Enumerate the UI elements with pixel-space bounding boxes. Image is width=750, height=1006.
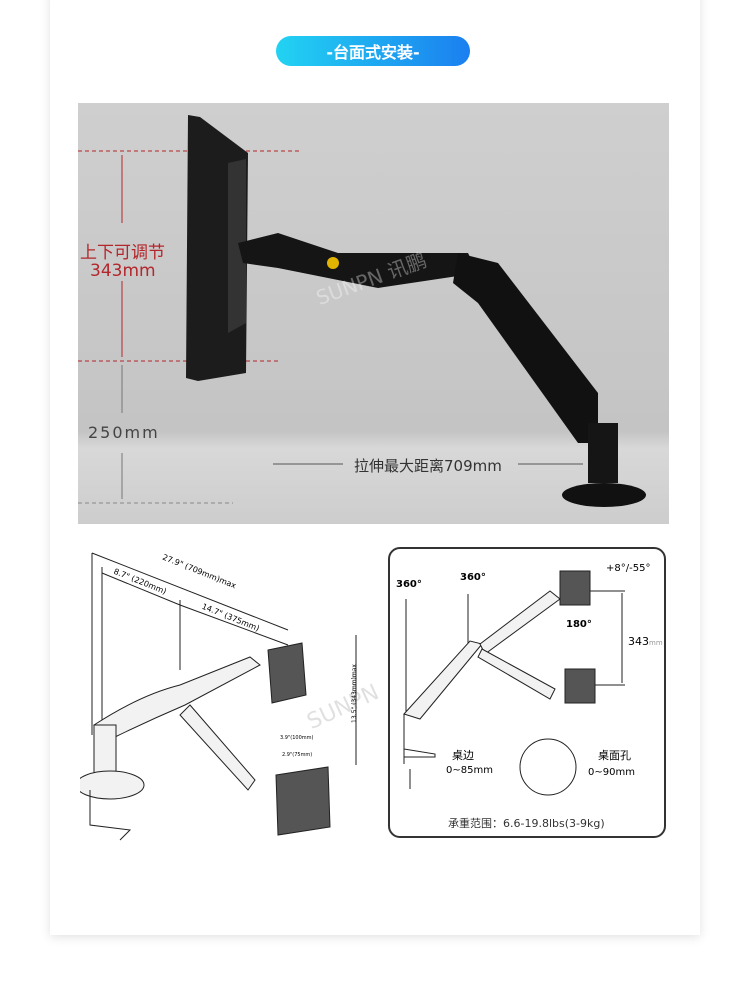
product-photo: 上下可调节 343mm 250mm 拉伸最大距离709mm SUNPN 讯鹏 xyxy=(78,103,669,524)
arm-line-drawing xyxy=(80,552,357,841)
rotation-base: 360° xyxy=(396,579,422,590)
adjust-label: 上下可调节 xyxy=(80,243,165,263)
height-range: 343mm xyxy=(628,635,663,648)
tilt-range: +8°/-55° xyxy=(606,563,651,574)
rotation-joint: 360° xyxy=(460,572,486,583)
swivel-range: 180° xyxy=(566,619,592,630)
arm-spec-drawing xyxy=(403,570,625,796)
extend-label: 拉伸最大距离709mm xyxy=(354,457,502,475)
section-title: -台面式安装- xyxy=(276,36,470,66)
adjust-value: 343mm xyxy=(90,261,156,281)
monitor-arm-illustration xyxy=(78,115,646,507)
height-label: 250mm xyxy=(88,423,160,442)
desk-hole-range: 0~90mm xyxy=(588,767,635,778)
dim-vesa1: 3.9"(100mm) xyxy=(280,735,314,741)
load-range: 承重范围：6.6-19.8lbs(3-9kg) xyxy=(448,817,605,830)
dim-vesa2: 2.9"(75mm) xyxy=(282,752,313,758)
desk-hole-label: 桌面孔 xyxy=(598,749,631,762)
desk-edge-range: 0~85mm xyxy=(446,765,493,776)
desk-edge-label: 桌边 xyxy=(452,749,474,762)
dimension-diagram: 27.9" (709mm)max 8.7" (220mm) 14.7" (375… xyxy=(80,545,383,845)
spec-box: 360° 360° +8°/-55° 180° 343mm 桌边 0~85mm … xyxy=(388,547,666,838)
